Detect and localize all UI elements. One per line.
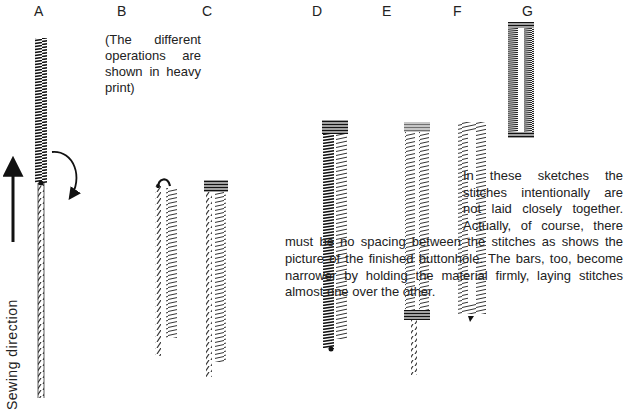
- part-letter: C: [202, 3, 212, 19]
- part-letter: A: [34, 3, 43, 19]
- part-letter: E: [382, 3, 391, 19]
- part-letter: F: [453, 3, 462, 19]
- part-letter: G: [522, 3, 533, 19]
- note-text: In these sketches the stitches intention…: [285, 168, 623, 301]
- note-text: (The different operations are shown in h…: [105, 32, 201, 96]
- axis-label: Sewing direction: [4, 299, 20, 410]
- part-letter: B: [117, 3, 126, 19]
- note-body: In these sketches the stitches intention…: [285, 168, 623, 299]
- wrap-spacer: [285, 168, 463, 218]
- part-letter: D: [312, 3, 322, 19]
